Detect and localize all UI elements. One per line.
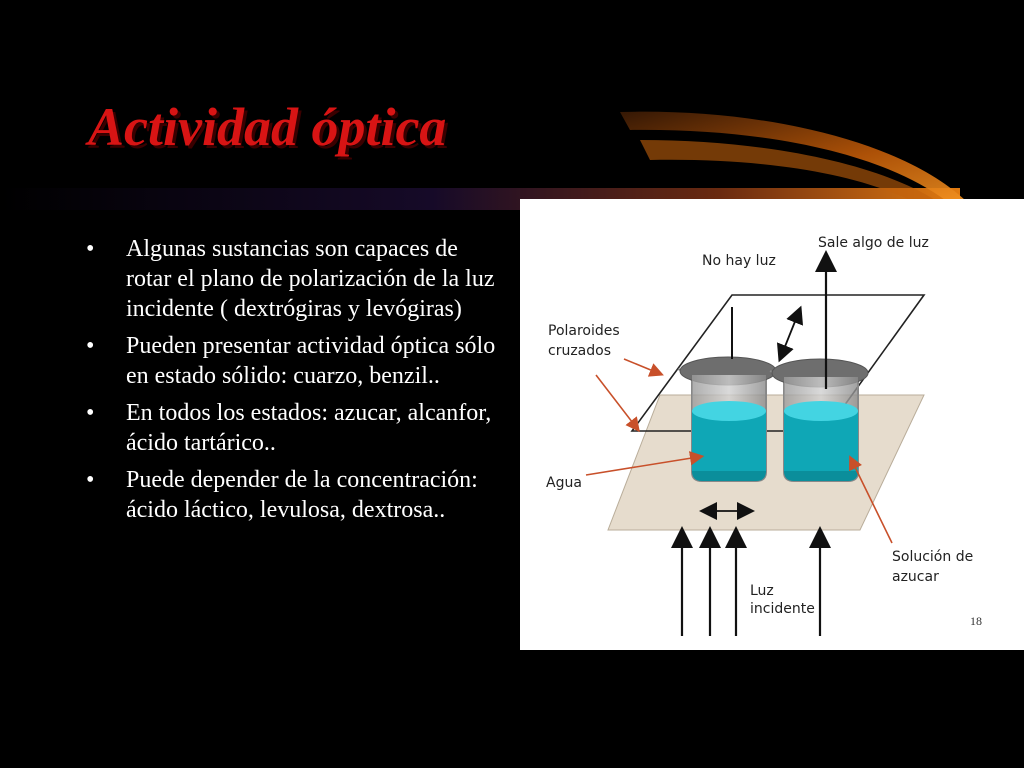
label-no-light: No hay luz [702, 253, 776, 269]
bullet-text: Algunas sustancias son capaces de rotar … [126, 236, 495, 322]
beaker-sugar-solution [769, 358, 869, 482]
label-sugar-solution: Solución de [892, 549, 973, 565]
bullet-marker: • [86, 236, 95, 262]
bullet-item: • En todos los estados: azucar, alcanfor,… [86, 398, 506, 458]
polaroid-annotation-arrow [623, 358, 664, 377]
label-polaroids: cruzados [548, 343, 611, 359]
beaker-water [677, 356, 777, 482]
water-annotation-arrow [585, 451, 705, 476]
polarization-diagram: No hay luz Sale algo de luz Polaroides c… [520, 199, 1024, 650]
bullet-text: En todos los estados: azucar, alcanfor, … [126, 400, 492, 456]
polaroid-annotation-arrow [595, 374, 640, 433]
label-incident-light: incidente [750, 601, 815, 617]
label-some-light: Sale algo de luz [818, 235, 929, 251]
label-incident-light: Luz [750, 583, 774, 599]
bullet-list: • Algunas sustancias son capaces de rotar… [86, 234, 506, 532]
rotated-polarization-arrow [776, 305, 804, 363]
bullet-text: Puede depender de la concentración: ácid… [126, 467, 478, 523]
label-polaroids: Polaroides [548, 323, 620, 339]
label-sugar-solution: azucar [892, 569, 939, 585]
label-water: Agua [546, 475, 582, 491]
bullet-item: • Pueden presentar actividad óptica sólo … [86, 331, 506, 391]
bullet-item: • Algunas sustancias son capaces de rotar… [86, 234, 506, 324]
bullet-marker: • [86, 333, 95, 359]
page-number: 18 [970, 614, 982, 628]
solution-annotation-arrow [849, 455, 893, 544]
bullet-marker: • [86, 400, 95, 426]
bullet-text: Pueden presentar actividad óptica sólo e… [126, 333, 496, 389]
bullet-marker: • [86, 467, 95, 493]
bullet-item: • Puede depender de la concentración: áci… [86, 465, 506, 525]
slide-title: Actividad óptica [88, 97, 447, 157]
